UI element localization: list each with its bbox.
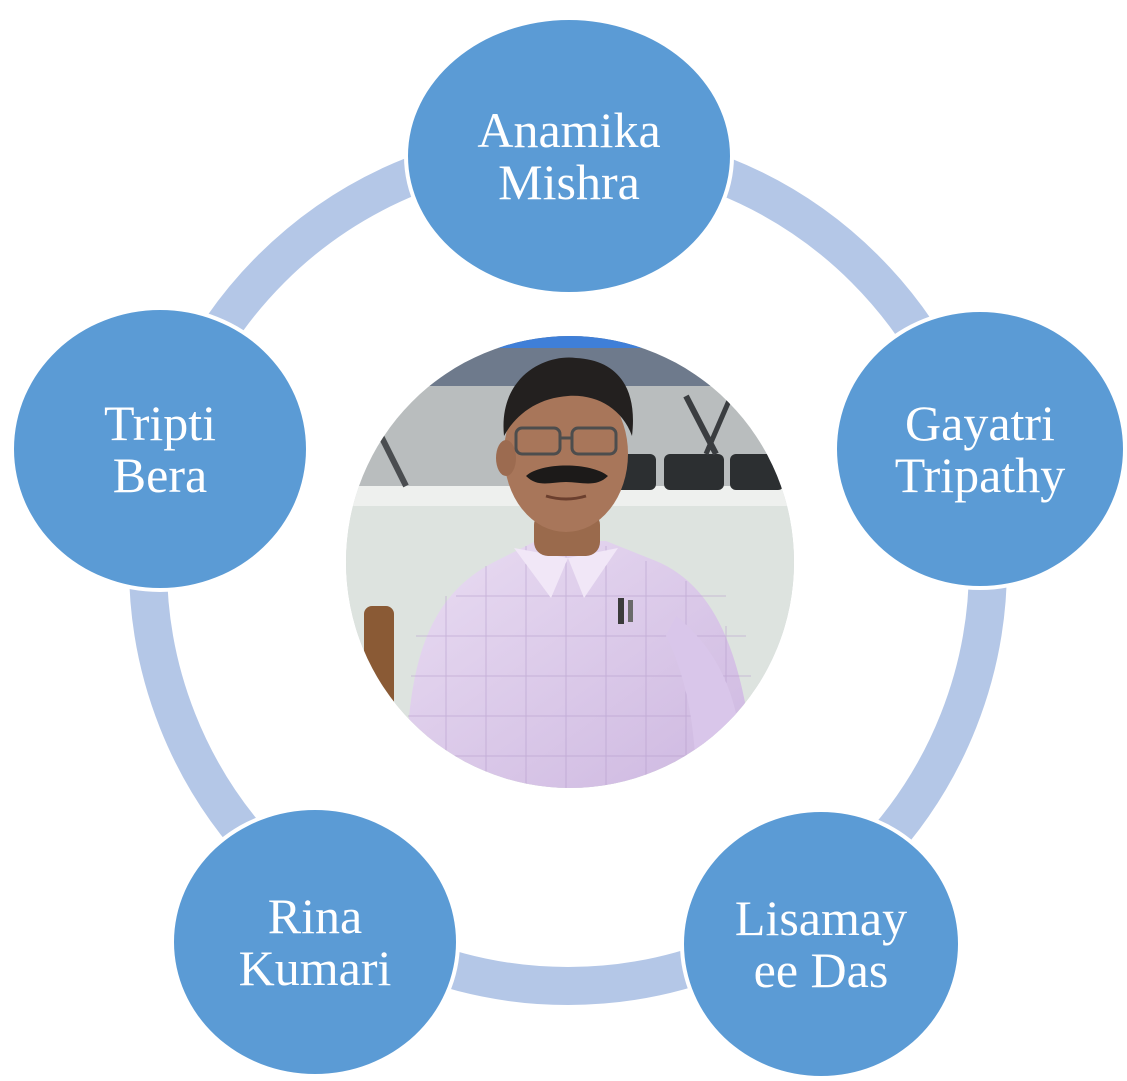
node-label-line: Gayatri <box>905 395 1055 451</box>
node-label-line: ee Das <box>753 942 889 998</box>
center-portrait <box>346 336 794 788</box>
portrait-photo <box>346 336 794 788</box>
cycle-node-tripti-bera: Tripti Bera <box>10 306 310 592</box>
node-label-line: Bera <box>112 447 208 503</box>
node-label-line: Rina <box>267 888 363 944</box>
cycle-node-rina-kumari: Rina Kumari <box>170 806 460 1078</box>
node-label-line: Lisamay <box>734 890 908 946</box>
cycle-node-lisamayee-das: Lisamay ee Das <box>680 808 962 1080</box>
node-label-line: Anamika <box>477 102 661 158</box>
node-label-line: Tripti <box>103 395 217 451</box>
cycle-node-gayatri-tripathy: Gayatri Tripathy <box>833 308 1127 590</box>
cycle-node-anamika-mishra: Anamika Mishra <box>404 16 734 296</box>
node-label-line: Tripathy <box>894 447 1066 503</box>
node-label-line: Kumari <box>238 940 392 996</box>
node-label-line: Mishra <box>498 154 640 210</box>
